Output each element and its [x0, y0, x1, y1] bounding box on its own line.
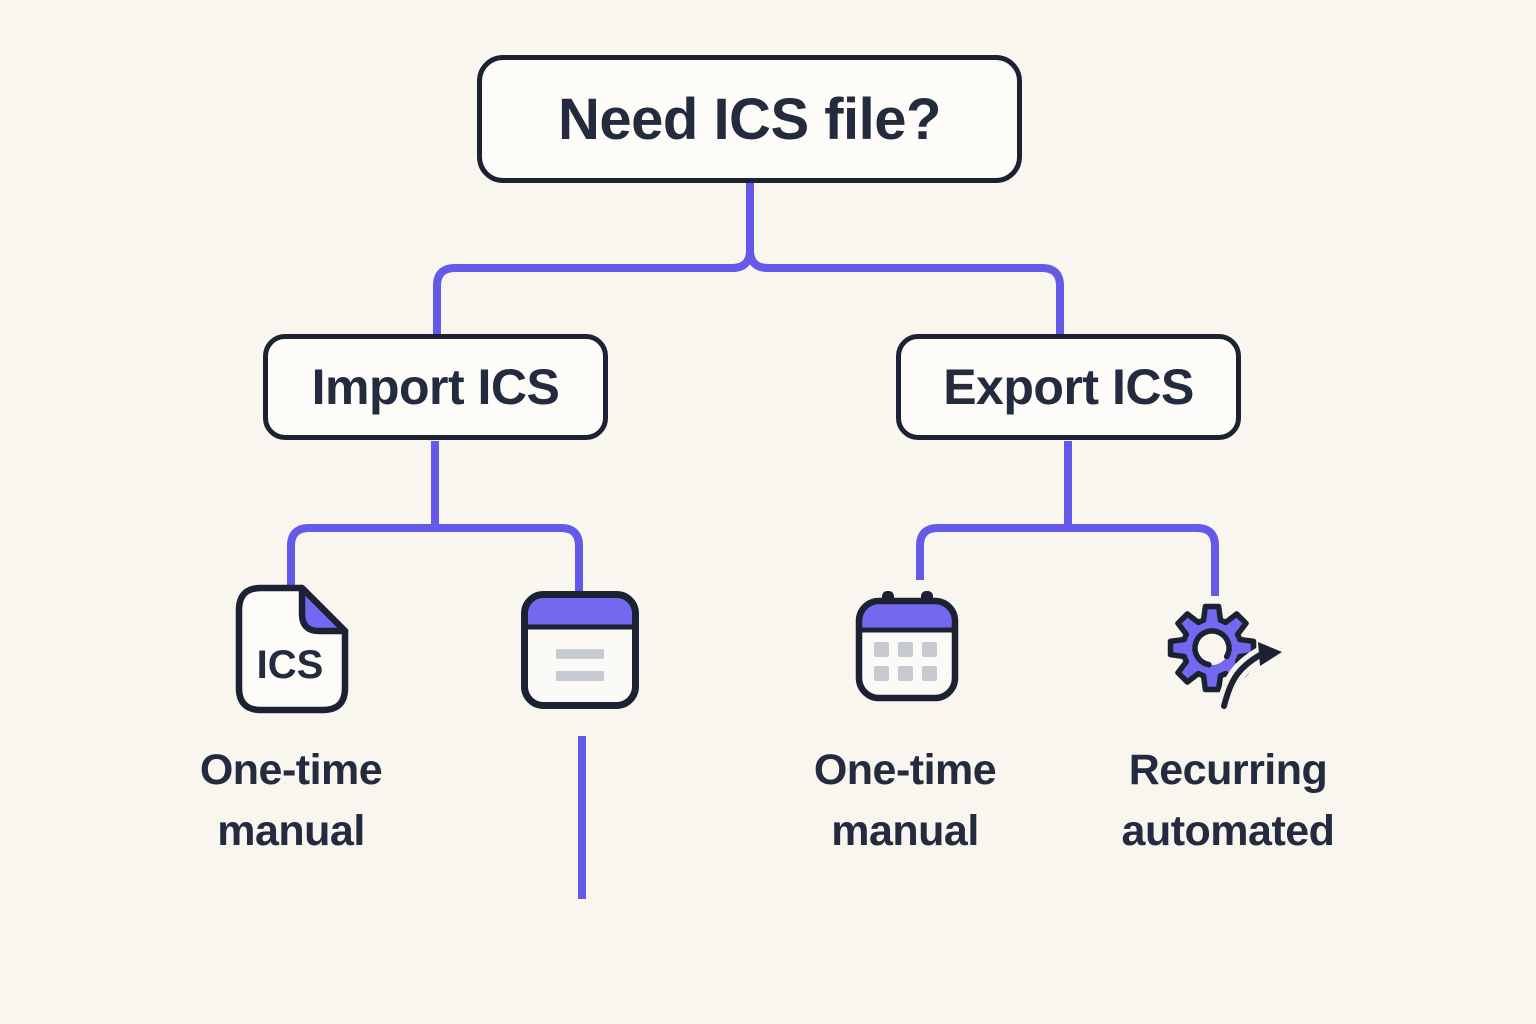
label-export-one-time-manual: One-time manual [813, 746, 997, 856]
calendar-note-outline [521, 591, 639, 709]
calendar-note-header [524, 594, 636, 627]
node-need-ics-file-label: Need ICS file? [558, 86, 941, 152]
ics-file-icon: ICS [235, 584, 349, 714]
automation-arrow-shaft [1221, 652, 1263, 709]
calendar-grid-days [874, 642, 937, 681]
node-import-ics: Import ICS [263, 334, 608, 440]
calendar-note-line-1 [556, 649, 604, 659]
calendar-grid-header [859, 601, 955, 630]
node-export-ics: Export ICS [896, 334, 1241, 440]
gear-automation-icon [1167, 603, 1282, 714]
connector-root-to-export [746, 183, 1064, 336]
node-export-ics-label: Export ICS [943, 359, 1194, 415]
gear-hole-fill [1195, 631, 1229, 665]
label-export-recurring-automated: Recurring automated [1121, 746, 1335, 856]
calendar-note-line-2 [556, 671, 604, 681]
gear-hole-ring [1192, 628, 1232, 668]
connector-root-to-import [433, 183, 754, 336]
node-need-ics-file: Need ICS file? [477, 55, 1022, 183]
label-import-one-time-manual: One-time manual [199, 746, 383, 856]
automation-arrow-head [1258, 642, 1282, 666]
file-folded-corner [298, 584, 349, 635]
calendar-grid-outline [855, 597, 959, 702]
node-import-ics-label: Import ICS [311, 359, 560, 415]
ics-file-badge-text: ICS [257, 643, 324, 687]
calendar-note-icon [521, 591, 639, 709]
calendar-grid-icon [855, 591, 959, 702]
